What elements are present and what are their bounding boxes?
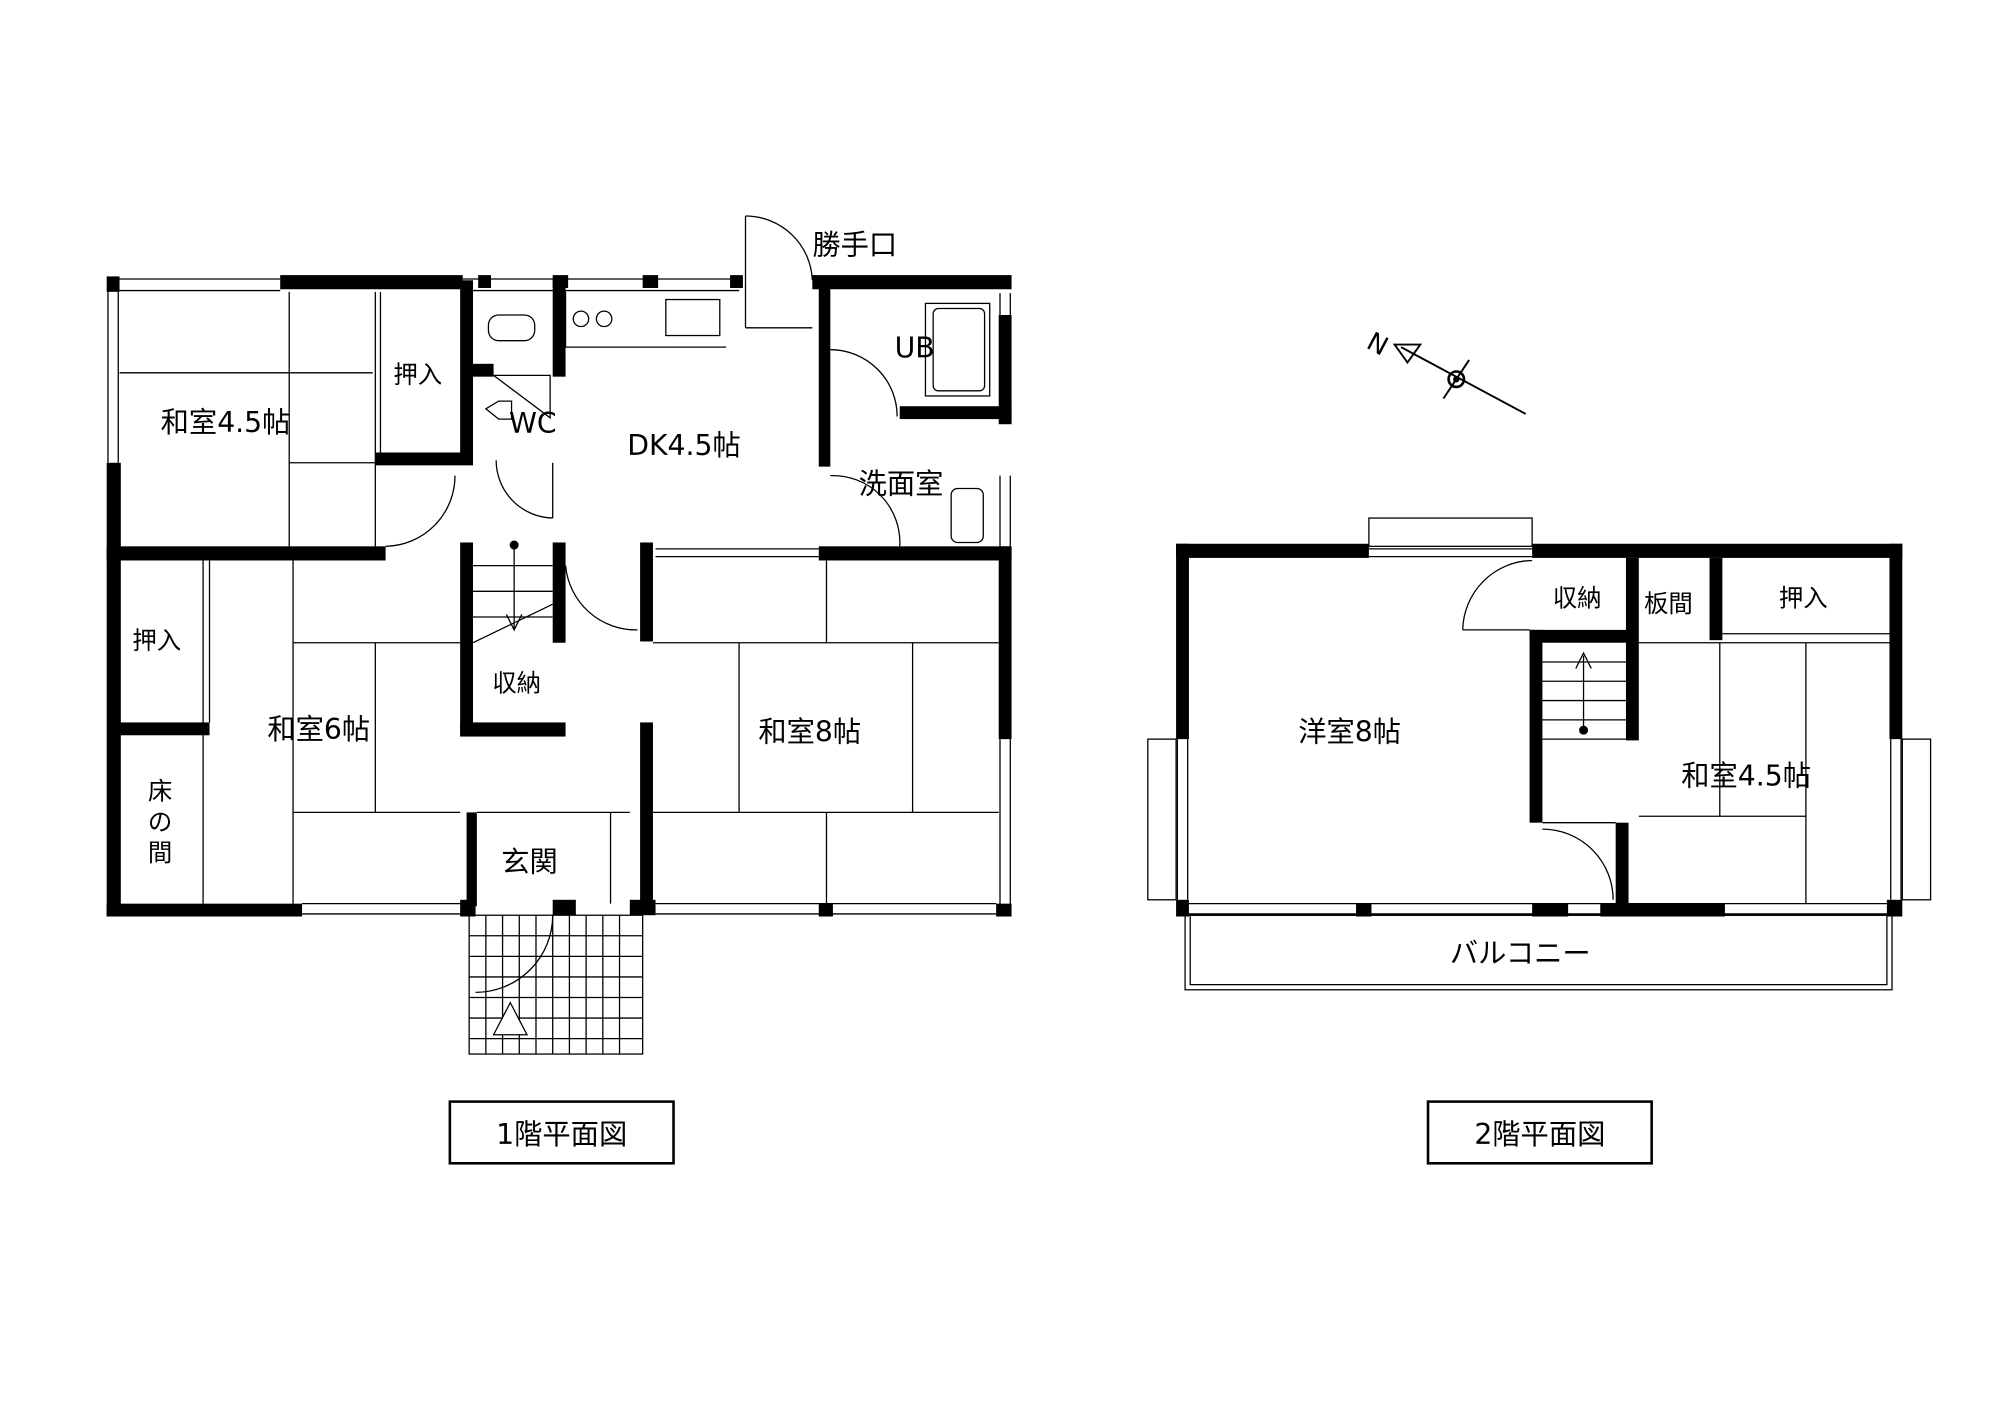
room-oshiire: 押入 (1779, 584, 1828, 613)
floor-2-title-box (1426, 1100, 1653, 1165)
floor-1-labels: 和室4.5帖 押入 WC DK4.5帖 UB 洗面室 勝手口 押入 床 の 間 … (132, 229, 943, 879)
room-tokonoma-1: 床 (148, 777, 172, 806)
room-oshiire: 押入 (393, 360, 442, 389)
room-washitsu-4-5: 和室4.5帖 (161, 406, 291, 439)
room-tokonoma-3: 間 (148, 838, 172, 867)
north-compass-icon: N (1362, 327, 1527, 415)
floor-2-labels: 洋室8帖 収納 板間 押入 和室4.5帖 バルコニー (1298, 584, 1828, 970)
room-dk: DK4.5帖 (627, 429, 741, 462)
floor-2-interior-lines (1462, 559, 1890, 904)
floor-1-plan: 和室4.5帖 押入 WC DK4.5帖 UB 洗面室 勝手口 押入 床 の 間 … (106, 215, 1012, 1165)
room-washitsu-8: 和室8帖 (758, 716, 861, 749)
room-yoshitsu-8: 洋室8帖 (1298, 716, 1401, 749)
label-balcony: バルコニー (1450, 937, 1591, 970)
floor-1-interior-lines (119, 215, 999, 1055)
room-senmen: 洗面室 (859, 468, 944, 501)
floor-1-title: 1階平面図 (496, 1118, 627, 1151)
room-tokonoma-2: の (148, 807, 172, 836)
north-label: N (1362, 327, 1393, 363)
room-ub: UB (895, 331, 935, 364)
room-genkan: 玄関 (501, 846, 558, 879)
floor-2-plan: 洋室8帖 収納 板間 押入 和室4.5帖 バルコニー 2階平面図 (1147, 517, 1932, 1165)
room-oshiire-2: 押入 (132, 626, 181, 655)
room-shuno: 収納 (1553, 584, 1602, 613)
label-katteguchi: 勝手口 (812, 229, 897, 262)
floor-1-title-box (448, 1100, 675, 1165)
room-shuno: 収納 (492, 669, 541, 698)
room-washitsu-4-5: 和室4.5帖 (1681, 759, 1811, 792)
floor-1-walls (106, 275, 1012, 917)
room-itama: 板間 (1644, 589, 1693, 618)
floor-1-windows (107, 278, 1011, 915)
floor-2-title: 2階平面図 (1474, 1118, 1605, 1151)
room-washitsu-6: 和室6帖 (267, 713, 370, 746)
floor-2-walls (1176, 543, 1903, 917)
room-wc: WC (509, 407, 557, 440)
